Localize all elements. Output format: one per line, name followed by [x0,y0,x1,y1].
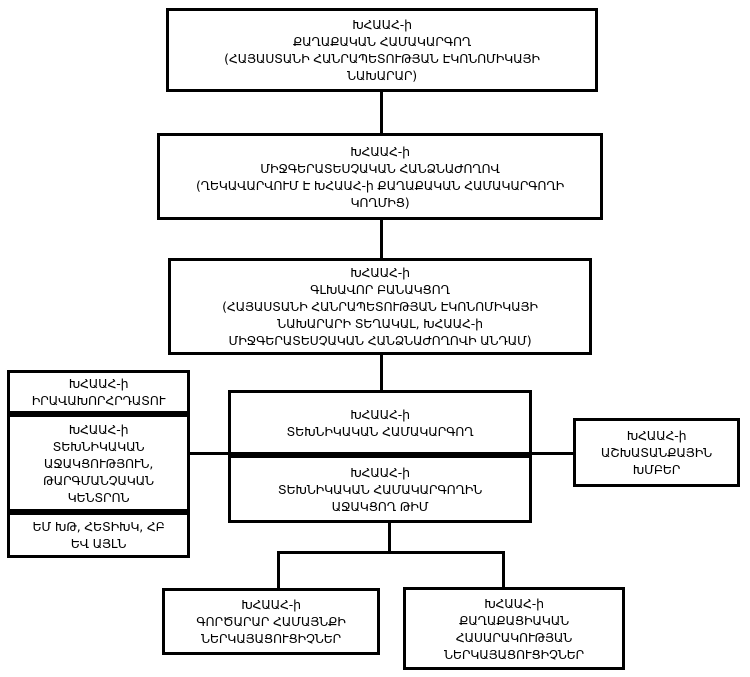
box-political-coordinator: ԽՀԱԱՀ-ի ՔԱՂԱՔԱԿԱՆ ՀԱՄԱԿԱՐԳՈՂ (ՀԱՅԱՍՏԱՆԻ … [166,8,598,92]
connector-interagency-to-negotiator [380,220,383,258]
box-technical-coordinator: ԽՀԱԱՀ-ի ՏԵԽՆԻԿԱԿԱՆ ՀԱՄԱԿԱՐԳՈՂ [228,390,532,455]
connector-coordinator-to-working-groups [532,452,573,455]
box-chief-negotiator: ԽՀԱԱՀ-ի ԳԼԽԱՎՈՐ ԲԱՆԱԿՑՈՂ (ՀԱՅԱՍՏԱՆԻ ՀԱՆՐ… [168,258,592,355]
connector-political-to-interagency [380,92,383,133]
box-donors: ԵՄ ԽԹ, ՀԵՏԻԽԿ, ՀԲ ԵՎ ԱՅԼՆ [7,512,190,558]
connector-to-civil-society [502,551,505,587]
box-working-groups: ԽՀԱԱՀ-ի ԱՇԽԱՏԱՆՔԱՅԻՆ ԽՄԲԵՐ [573,418,740,487]
box-legal-advisor: ԽՀԱԱՀ-ի ԻՐԱՎԱԽՈՐՀՐԴԱՏՈՒ [7,370,190,414]
box-interagency-commission: ԽՀԱԱՀ-ի ՄԻՋԳԵՐԱՏԵՍՉԱԿԱՆ ՀԱՆՁՆԱԺՈՂՈՎ (ՂԵԿ… [157,133,603,220]
box-business-community: ԽՀԱԱՀ-ի ԳՈՐԾԱՐԱՐ ՀԱՄԱՅՆՔԻ ՆԵՐԿԱՅԱՑՈՒՑԻՉՆ… [162,588,380,655]
box-civil-society: ԽՀԱԱՀ-ի ՔԱՂԱՔԱՑԻԱԿԱՆ ՀԱՍԱՐԱԿՈՒԹՅԱՆ ՆԵՐԿԱ… [403,587,625,670]
connector-bottom-horizontal [277,551,505,554]
box-technical-assistance: ԽՀԱԱՀ-ի ՏԵԽՆԻԿԱԿԱՆ ԱՋԱԿՑՈՒԹՅՈՒՆ, ԹԱՐԳՄԱՆ… [7,414,190,512]
connector-to-business-community [277,551,280,588]
connector-left-group-to-coordinator [190,452,228,455]
box-support-team: ԽՀԱԱՀ-ի ՏԵԽՆԻԿԱԿԱՆ ՀԱՄԱԿԱՐԳՈՂԻՆ ԱՋԱԿՑՈՂ … [228,455,532,523]
connector-negotiator-to-coordinator [380,355,383,390]
connector-support-team-down [388,523,391,553]
